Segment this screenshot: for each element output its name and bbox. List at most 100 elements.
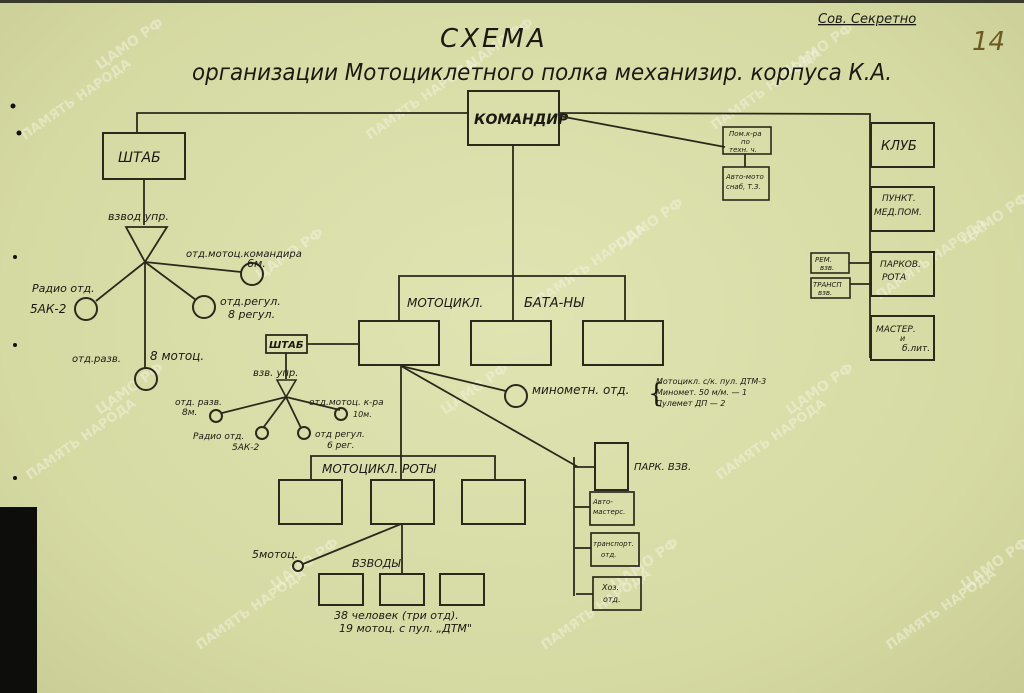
deputy-tech-label-2: по xyxy=(741,138,750,146)
park-platoon-box xyxy=(594,442,629,491)
transport-platoon-box xyxy=(810,277,851,299)
platoon-3-box xyxy=(439,573,485,606)
park-company-box xyxy=(870,251,935,297)
commander-label: КОМАНДИР xyxy=(474,112,569,128)
line-bn-mortar xyxy=(400,365,507,392)
bn-recon-circle xyxy=(209,409,223,423)
transport-platoon-label-1: ТРАНСП xyxy=(813,281,842,289)
bn-cmd-moto-label-2: 10м. xyxy=(353,410,372,419)
bn-cmd-moto-circle xyxy=(334,407,348,421)
mortar-brace: { xyxy=(648,379,665,409)
document-title: СХЕМА xyxy=(440,24,548,54)
scan-dark-edge xyxy=(0,507,37,693)
mortar-squad-label: минометн. отд. xyxy=(532,383,629,397)
hq-traffic-label-2: 8 регул. xyxy=(228,308,275,321)
hq-traffic-label-1: отд.регул. xyxy=(220,295,281,308)
hq-cmd-moto-label-2: 6м. xyxy=(247,257,266,270)
transport-platoon-label-2: взв. xyxy=(818,289,832,297)
line-hq-traffic xyxy=(144,261,197,301)
platoon-2-box xyxy=(379,573,425,606)
med-point-label-1: ПУНКТ. xyxy=(882,194,916,204)
line-bn-radio xyxy=(262,396,287,429)
deputy-tech-label-3: техн. ч. xyxy=(729,146,757,154)
bn-cmd-moto-label-1: отд.мотоц. к-ра xyxy=(309,398,384,408)
bn-radio-circle xyxy=(255,426,269,440)
hq-cmd-moto-label-1: отд.мотоц.командира xyxy=(186,249,302,260)
bn-radio-label-1: Радио отд. xyxy=(193,432,244,442)
page-number: 14 xyxy=(972,27,1005,57)
watermark-pamyat: ПАМЯТЬ НАРОДА xyxy=(194,566,309,653)
deputy-tech-label-1: Пом.к-ра xyxy=(729,130,762,138)
line-hq-cmd-moto xyxy=(144,261,242,273)
hq-traffic-circle xyxy=(192,295,216,319)
hq-cmd-moto-circle xyxy=(240,262,264,286)
companies-label: МОТОЦИКЛ. РОТЫ xyxy=(322,462,437,476)
line-commander-deputy xyxy=(558,115,726,148)
park-platoon-label: ПАРК. ВЗВ. xyxy=(634,462,691,473)
company-1-box xyxy=(278,479,343,525)
bn-traffic-label-2: 6 рег. xyxy=(327,441,354,451)
scan-top-edge xyxy=(0,0,1024,3)
battalion-3-box xyxy=(582,320,664,366)
workshop-label-3: б.лит. xyxy=(902,344,930,354)
supply-squad-label-2: отд. xyxy=(603,595,621,604)
line-hq-radio xyxy=(95,261,146,302)
bn-recon-label-1: отд. разв. xyxy=(175,398,222,408)
watermark-pamyat: ПАМЯТЬ НАРОДА xyxy=(884,566,999,653)
watermarks: ЦАМО РФ ЦАМО РФ ЦАМО РФ ЦАМО РФ ЦАМО РФ … xyxy=(19,15,1024,653)
battalion-1-box xyxy=(358,320,440,366)
binding-hole xyxy=(13,255,17,259)
workshop-label-2: и xyxy=(900,334,905,343)
hq-recon-circle xyxy=(134,367,158,391)
bn-traffic-circle xyxy=(297,426,311,440)
supply-squad-label-1: Хоз. xyxy=(601,583,619,592)
battalion-hq-platoon-label: взв. упр. xyxy=(253,368,298,379)
auto-workshop-box xyxy=(589,491,635,526)
battalion-2-box xyxy=(470,320,552,366)
platoons-label: ВЗВОДЫ xyxy=(352,557,401,570)
line-bn-recon xyxy=(221,396,287,414)
document-subtitle: организации Мотоциклетного полка механиз… xyxy=(192,60,892,86)
club-label: КЛУБ xyxy=(881,139,917,154)
hq-platoon-triangle xyxy=(124,226,169,264)
med-point-box xyxy=(870,186,935,232)
platoon-note-2: 19 мотоц. с пул. „ДТМ" xyxy=(339,622,472,635)
mortar-detail-1: Мотоцикл. с/к. пул. ДТМ-3 xyxy=(656,377,766,386)
line-company-moto xyxy=(302,523,402,565)
workshop-box xyxy=(870,315,935,361)
line-commander-hq xyxy=(136,112,468,133)
line-companies-bracket xyxy=(310,455,496,479)
binding-holes xyxy=(10,103,22,480)
platoon-note-1: 38 человек (три отд). xyxy=(334,609,459,622)
mortar-detail-3: Пулемет ДП — 2 xyxy=(656,399,725,408)
repair-platoon-label-1: РЕМ. xyxy=(815,256,832,264)
workshop-label-1: МАСТЕР. xyxy=(876,325,916,335)
hq-radio-squad-circle xyxy=(74,297,98,321)
club-box xyxy=(870,122,935,168)
binding-hole xyxy=(10,103,16,109)
binding-hole xyxy=(13,476,17,480)
company-3-box xyxy=(461,479,526,525)
med-point-label-2: МЕД.ПОМ. xyxy=(874,208,922,218)
battalions-label-1: МОТОЦИКЛ. xyxy=(407,296,483,310)
company-moto-circle xyxy=(292,560,304,572)
deputy-tech-box xyxy=(722,126,772,155)
park-company-label-2: РОТА xyxy=(882,273,906,283)
watermark-pamyat: ПАМЯТЬ НАРОДА xyxy=(24,396,139,483)
mortar-detail-2: Миномет. 50 м/м. — 1 xyxy=(656,388,747,397)
battalion-hq-label: ШТАБ xyxy=(269,340,304,351)
hq-radio-label-1: Радио отд. xyxy=(32,282,95,295)
battalions-label-2: БАТА-НЫ xyxy=(524,296,585,311)
line-bn-cmd-moto xyxy=(285,396,341,411)
hq-recon-label-2: 8 мотоц. xyxy=(150,349,204,363)
bn-radio-label-2: 5АК-2 xyxy=(232,443,260,453)
auto-workshop-label-1: Авто- xyxy=(592,498,613,506)
watermark-pamyat: ПАМЯТЬ НАРОДА xyxy=(19,56,134,143)
mortar-squad-circle xyxy=(504,384,528,408)
line-battalions-bracket xyxy=(398,275,626,320)
classification-stamp: Сов. Секретно xyxy=(818,12,916,27)
auto-workshop-label-2: мастерс. xyxy=(593,508,625,516)
transport-squad-box xyxy=(590,532,640,567)
bn-traffic-label-1: отд регул. xyxy=(315,430,365,440)
